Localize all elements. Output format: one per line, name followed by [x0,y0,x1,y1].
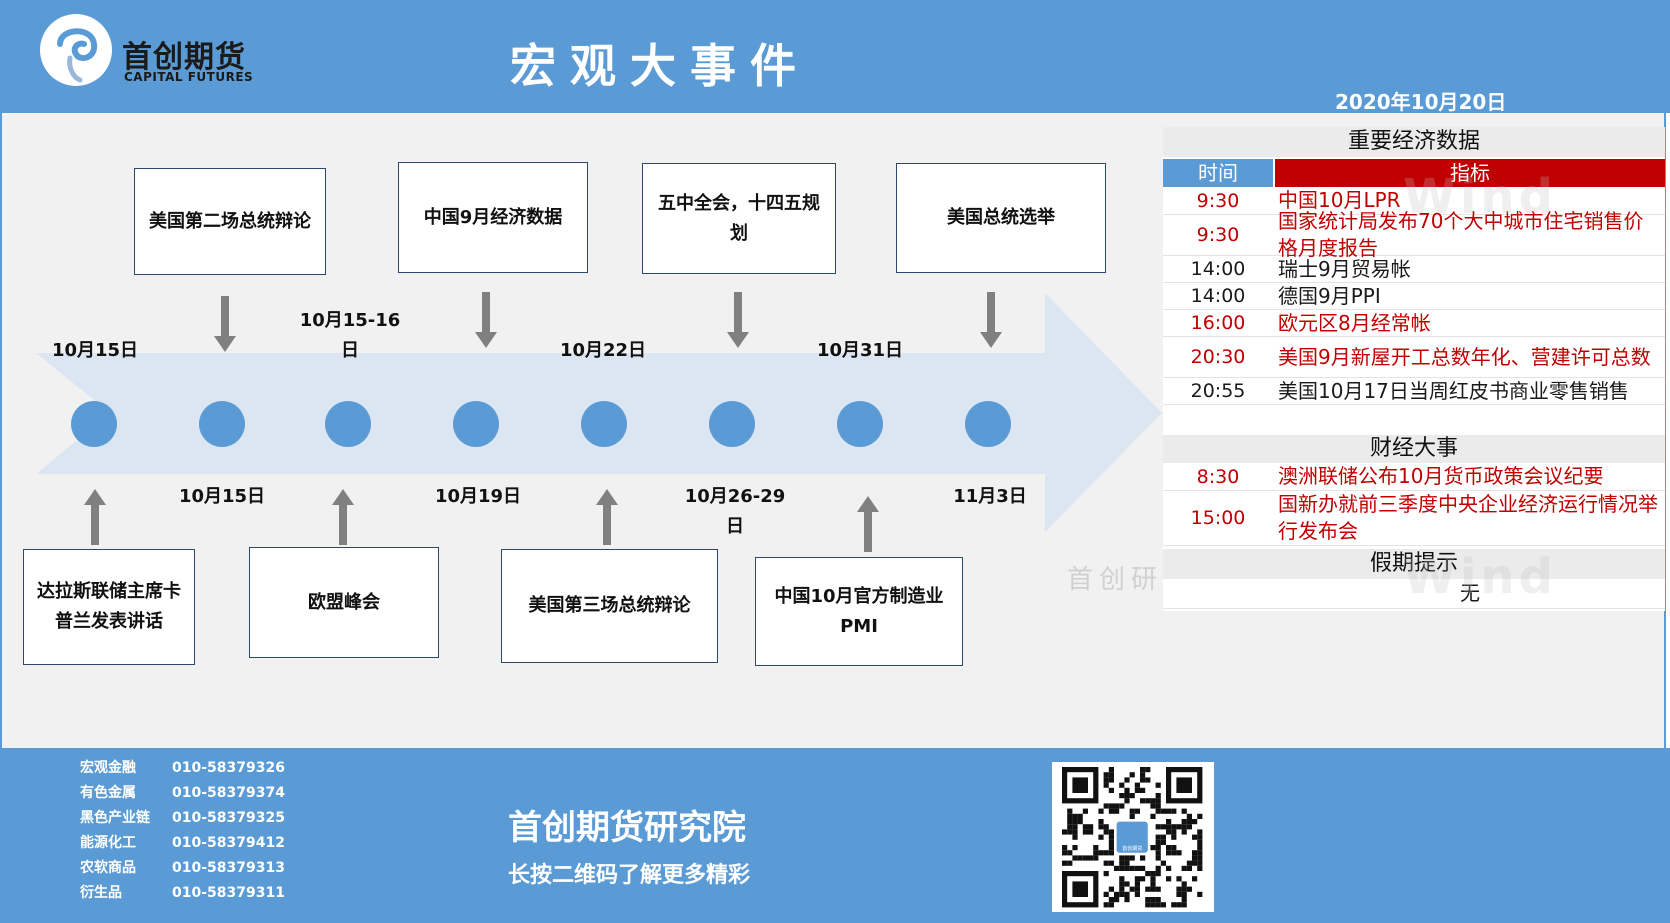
page-title: 宏观大事件 [510,39,810,93]
contact-line: 能源化工 010-58379412 [80,832,285,852]
row-indicator: 中国10月LPR [1278,188,1401,212]
qr-code-icon[interactable]: 首创期货 [1052,762,1214,912]
contact-phone: 010-58379325 [172,810,285,826]
down-arrow-icon [475,292,497,348]
event-box-china-sept-data: 中国9月经济数据 [398,162,588,273]
watermark-logo: Wind [1403,169,1557,225]
institute-name: 首创期货研究院 [508,808,746,848]
timeline-date-label: 11月3日 [953,486,1027,507]
contact-phone: 010-58379311 [172,885,285,901]
row-indicator: 瑞士9月贸易帐 [1278,256,1411,281]
econ-data-row: 16:00 欧元区8月经常帐 [1163,310,1665,337]
econ-data-row: 20:30 美国9月新屋开工总数年化、营建许可总数 [1163,337,1665,378]
up-arrow-icon [596,489,618,545]
row-time: 20:55 [1190,380,1246,402]
econ-data-row: 14:00 瑞士9月贸易帐 [1163,256,1665,283]
contact-line: 有色金属 010-58379374 [80,782,285,802]
watermark-logo: Wind [1403,549,1557,605]
logo-english-name: CAPITAL FUTURES [124,70,254,84]
timeline-dot [965,401,1011,447]
row-event: 国新办就前三季度中央企业经济运行情况举行发布会 [1278,492,1658,543]
row-indicator: 欧元区8月经常帐 [1278,310,1431,335]
timeline-date-label: 10月31日 [816,340,904,361]
row-indicator: 德国9月PPI [1278,283,1381,308]
table-header: 时间 指标 [1163,159,1665,187]
finance-event-row: 15:00 国新办就前三季度中央企业经济运行情况举行发布会 [1163,491,1665,546]
event-box-eu-summit: 欧盟峰会 [249,547,439,658]
row-time: 15:00 [1190,507,1246,529]
section-title-holiday: 假期提示 [1163,549,1665,579]
header-bar: 首创期货 CAPITAL FUTURES 宏观大事件 2020年10月20日 [0,0,1670,114]
holiday-row: 无 [1163,579,1665,609]
contact-department: 黑色产业链 [80,810,150,826]
timeline-dot [71,401,117,447]
up-arrow-icon [857,496,879,552]
row-time: 16:00 [1190,312,1246,334]
row-time: 8:30 [1196,465,1240,488]
down-arrow-icon [727,292,749,348]
timeline-dot [837,401,883,447]
up-arrow-icon [332,489,354,545]
contact-department: 能源化工 [80,835,136,851]
contact-phone: 010-58379374 [172,785,285,801]
event-box-us-election: 美国总统选举 [896,163,1106,273]
timeline-dot [199,401,245,447]
finance-event-row: 8:30 澳洲联储公布10月货币政策会议纪要 [1163,463,1665,491]
contact-department: 有色金属 [80,785,136,801]
timeline-dot [709,401,755,447]
event-box-us-third-debate: 美国第三场总统辩论 [501,549,718,663]
timeline-dot [581,401,627,447]
contact-phone: 010-58379313 [172,860,285,876]
capital-futures-logo-icon [40,14,112,86]
contact-line: 衍生品 010-58379311 [80,882,285,902]
event-box-dallas-fed-kaplan: 达拉斯联储主席卡普兰发表讲话 [23,549,195,665]
contact-department: 农软商品 [80,860,136,876]
timeline-date-label: 10月22日 [559,340,647,361]
down-arrow-icon [214,296,236,352]
footer-bar [0,748,1670,923]
row-time: 20:30 [1190,346,1246,368]
econ-data-row: 9:30 中国10月LPR [1163,187,1665,215]
holiday-value: 无 [1460,581,1480,605]
econ-data-row: 14:00 德国9月PPI [1163,283,1665,310]
logo-chinese-name: 首创期货 [122,40,246,75]
timeline-date-label: 10月15-16日 [299,310,401,361]
timeline-dot [325,401,371,447]
row-time: 9:30 [1196,189,1240,212]
contact-line: 农软商品 010-58379313 [80,857,285,877]
event-box-china-oct-pmi: 中国10月官方制造业PMI [755,557,963,666]
contact-phone: 010-58379326 [172,760,285,776]
watermark-text: 首创研 [1067,565,1164,595]
qr-call-to-action: 长按二维码了解更多精彩 [508,863,751,888]
timeline-arrow [36,293,1162,532]
row-time: 9:30 [1196,224,1240,246]
column-header-indicator: 指标 [1275,159,1665,187]
timeline-date-label: 10月26-29日 [684,486,786,537]
row-indicator: 美国9月新屋开工总数年化、营建许可总数 [1278,344,1651,369]
row-event: 澳洲联储公布10月货币政策会议纪要 [1278,464,1604,488]
event-box-fifth-plenum: 五中全会，十四五规划 [642,163,836,274]
row-indicator: 美国10月17日当周红皮书商业零售销售 [1278,378,1629,403]
event-box-us-second-debate: 美国第二场总统辩论 [134,168,326,275]
timeline-date-label: 10月15日 [178,486,266,507]
report-date: 2020年10月20日 [1335,90,1507,114]
contact-line: 宏观金融 010-58379326 [80,757,285,777]
contact-department: 衍生品 [80,885,122,901]
contact-line: 黑色产业链 010-58379325 [80,807,285,827]
qr-logo-label: 首创期货 [1122,845,1142,852]
row-time: 14:00 [1190,258,1246,280]
contact-phone: 010-58379412 [172,835,285,851]
row-time: 14:00 [1190,285,1246,307]
contact-department: 宏观金融 [80,760,136,776]
timeline-date-label: 10月19日 [434,486,522,507]
timeline-dot [453,401,499,447]
down-arrow-icon [980,292,1002,348]
timeline-date-label: 10月15日 [51,340,139,361]
up-arrow-icon [84,489,106,545]
column-header-time: 时间 [1163,159,1273,187]
section-title-finance-events: 财经大事 [1163,435,1665,463]
econ-data-row: 20:55 美国10月17日当周红皮书商业零售销售 [1163,378,1665,405]
section-title-econ-data: 重要经济数据 [1163,127,1665,157]
